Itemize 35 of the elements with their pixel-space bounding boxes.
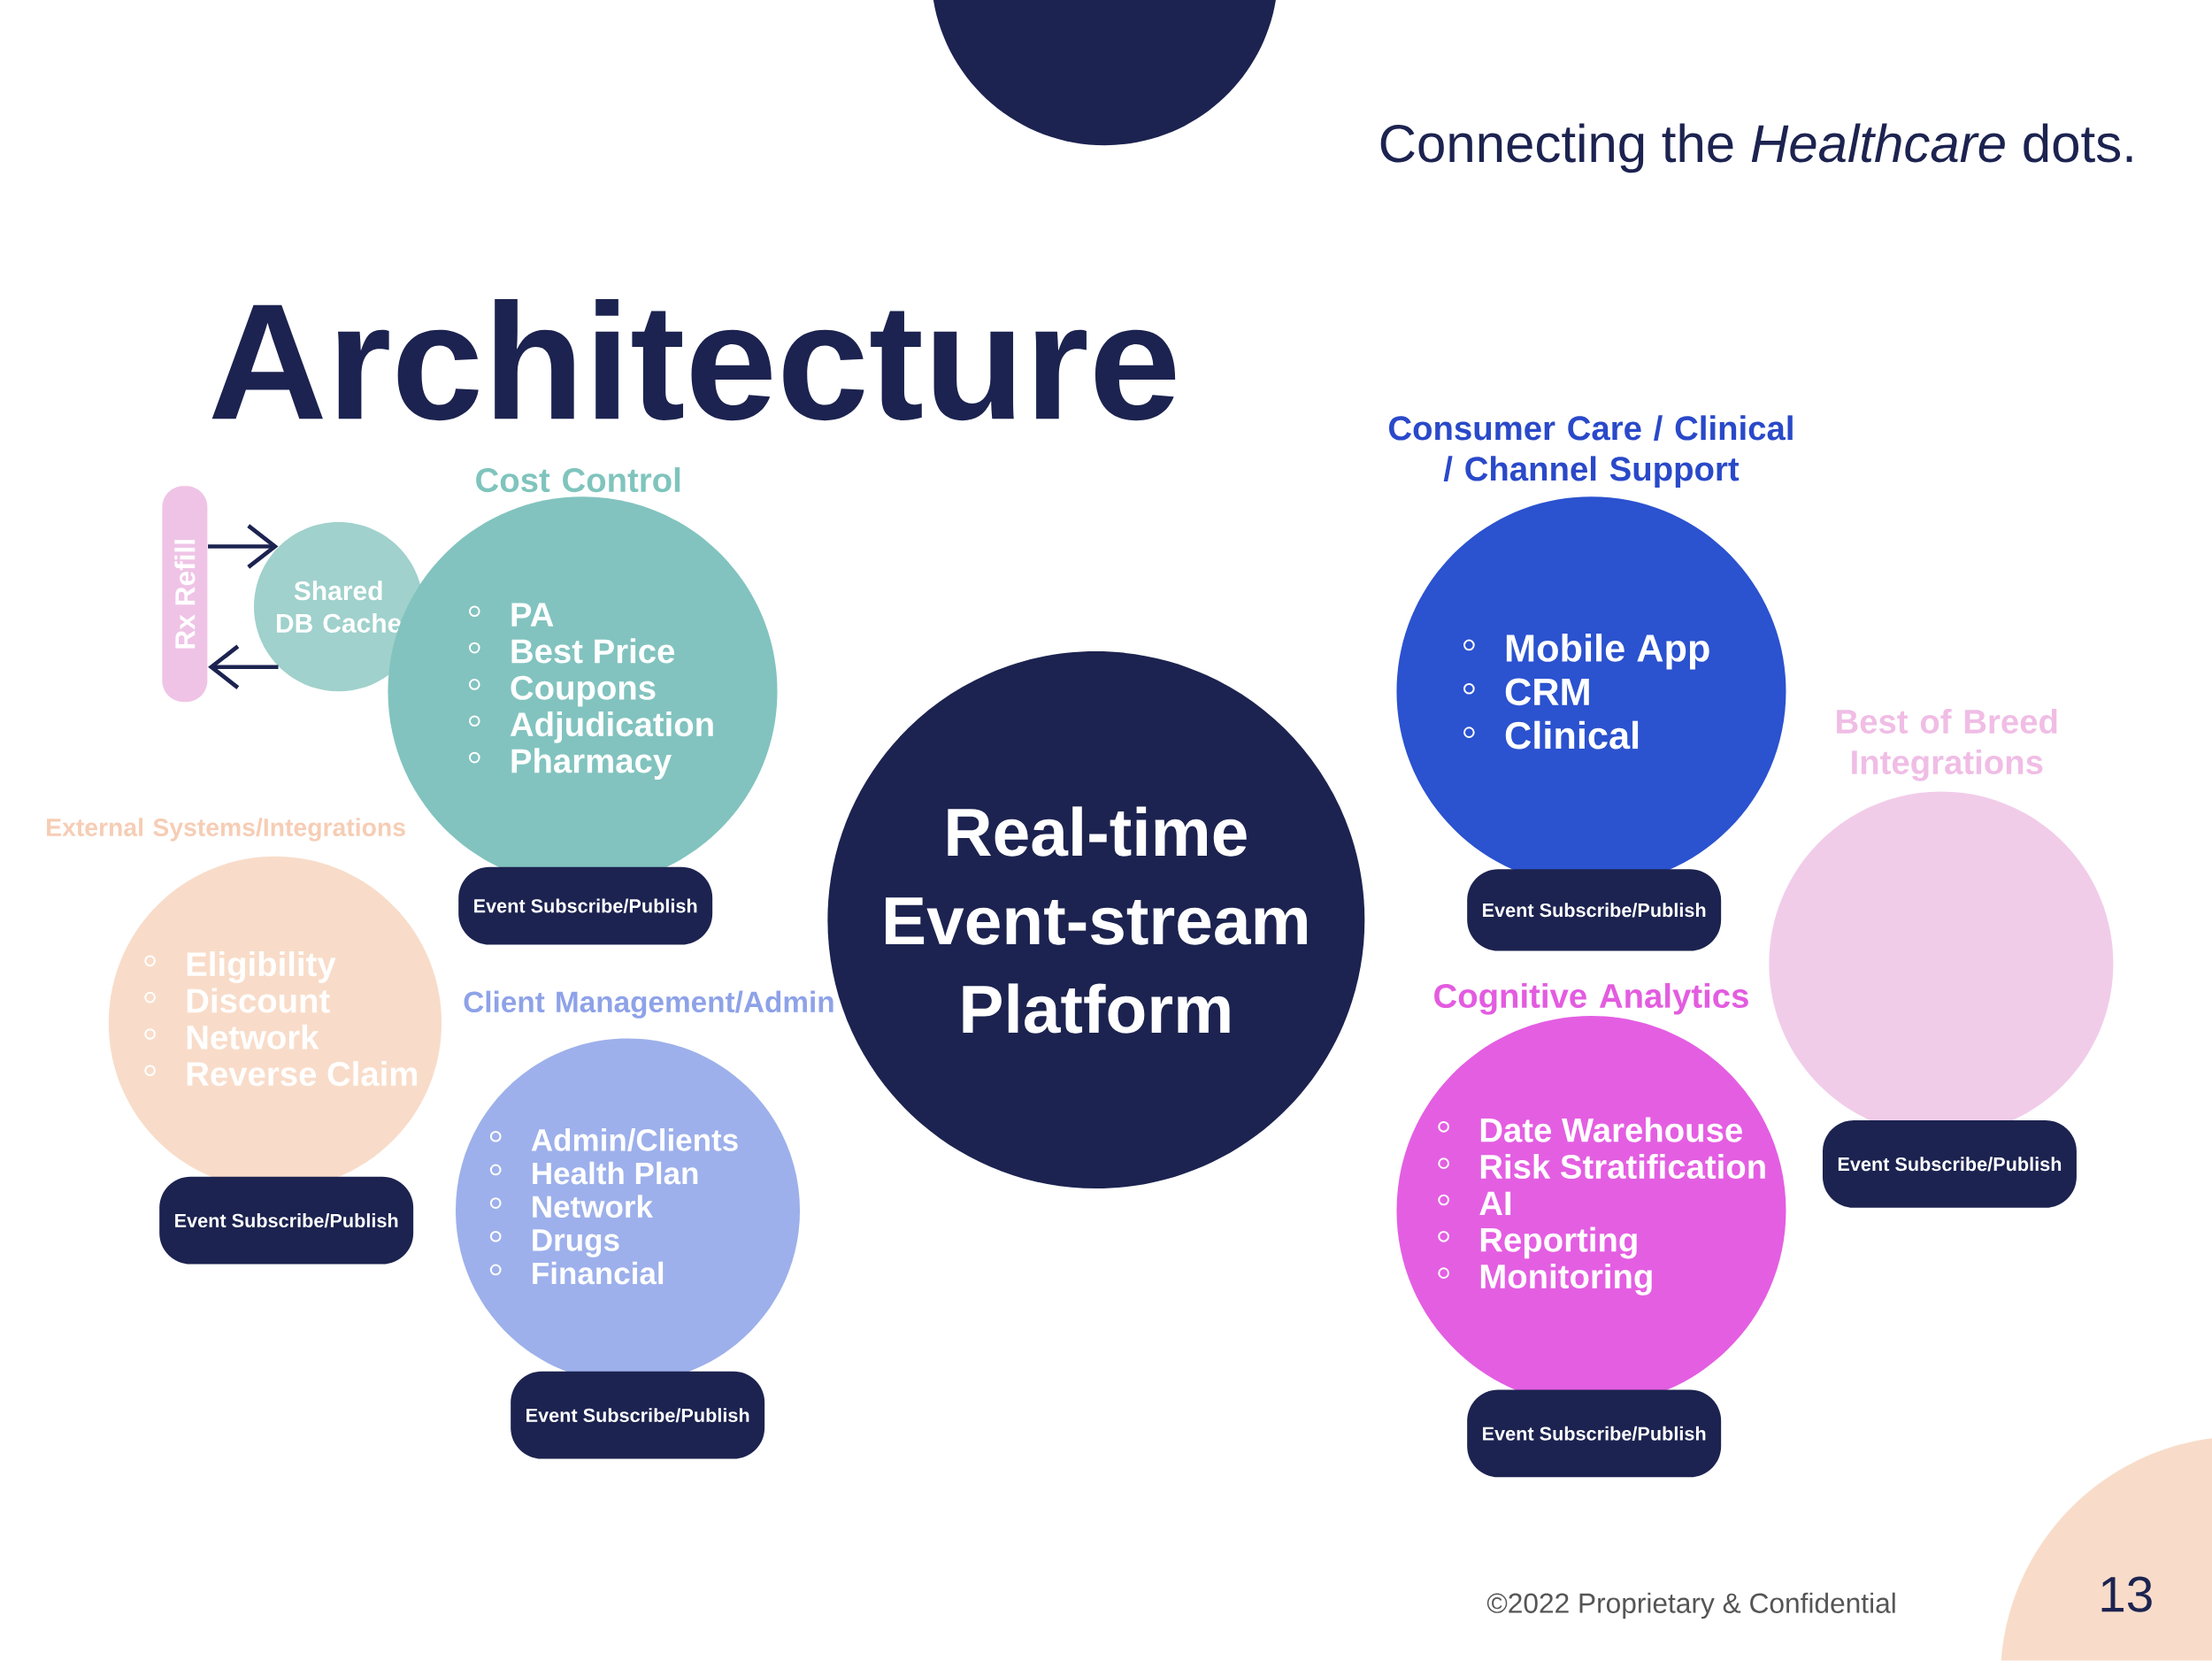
node-label: Risk Stratification [1480, 1154, 1765, 1180]
node-label: AI [1479, 1191, 1511, 1216]
node-label: Monitoring [1480, 1264, 1652, 1296]
footer-text: ©2022 Proprietary & Confidential [1486, 1592, 1895, 1619]
circle-heading: Cost Control [476, 467, 680, 493]
bullet-list: Mobile App CRM Clinical [1463, 634, 1709, 750]
bullet-list: PA Best Price Coupons Adjudication Pharmacy [468, 603, 713, 781]
bullet-list: Date Warehouse Risk Stratification AI Reporting Monitoring [1438, 1117, 1765, 1296]
node-label: Reporting [1480, 1227, 1637, 1259]
circle-heading: Cognitive Analytics [1434, 983, 1748, 1015]
title: Architecture [211, 299, 1176, 421]
refill-bar: Rx Refill [162, 486, 208, 703]
node-label: Network [533, 1195, 653, 1219]
node-label: Health Plan [533, 1161, 698, 1185]
circle-heading: Consumer Care / Clinical / Channel Support [1389, 415, 1793, 488]
circle-heading: Best of Breed Integrations [1837, 709, 2057, 781]
node-label: Admin/Clients [531, 1128, 738, 1152]
node-label: Best Price [511, 638, 675, 664]
bullet-list: Admin/Clients Health Plan Network Drugs Financial [489, 1128, 738, 1285]
event-pill: Event Subscribe/Publish [159, 1176, 414, 1265]
circle-heading: External Systems/Integrations [47, 818, 405, 842]
node-label: PA [511, 603, 554, 627]
event-pill: Event Subscribe/Publish [1467, 869, 1722, 951]
event-pill: Event Subscribe/Publish [1467, 1389, 1722, 1478]
node-label: Date Warehouse [1480, 1117, 1742, 1142]
node-label: Drugs [533, 1229, 619, 1258]
page-number: 13 [2101, 1576, 2152, 1612]
event-pill: Event Subscribe/Publish [511, 1371, 765, 1459]
event-pill: Event Subscribe/Publish [458, 866, 713, 945]
node-label: Pharmacy [511, 748, 672, 781]
node-label: Financial [533, 1261, 664, 1285]
node-label: Coupons [511, 675, 656, 707]
node-label: Adjudication [510, 711, 713, 743]
event-pill: Event Subscribe/Publish [1822, 1120, 2077, 1208]
tagline: Connecting the Healthcare dots. [1380, 123, 2132, 173]
